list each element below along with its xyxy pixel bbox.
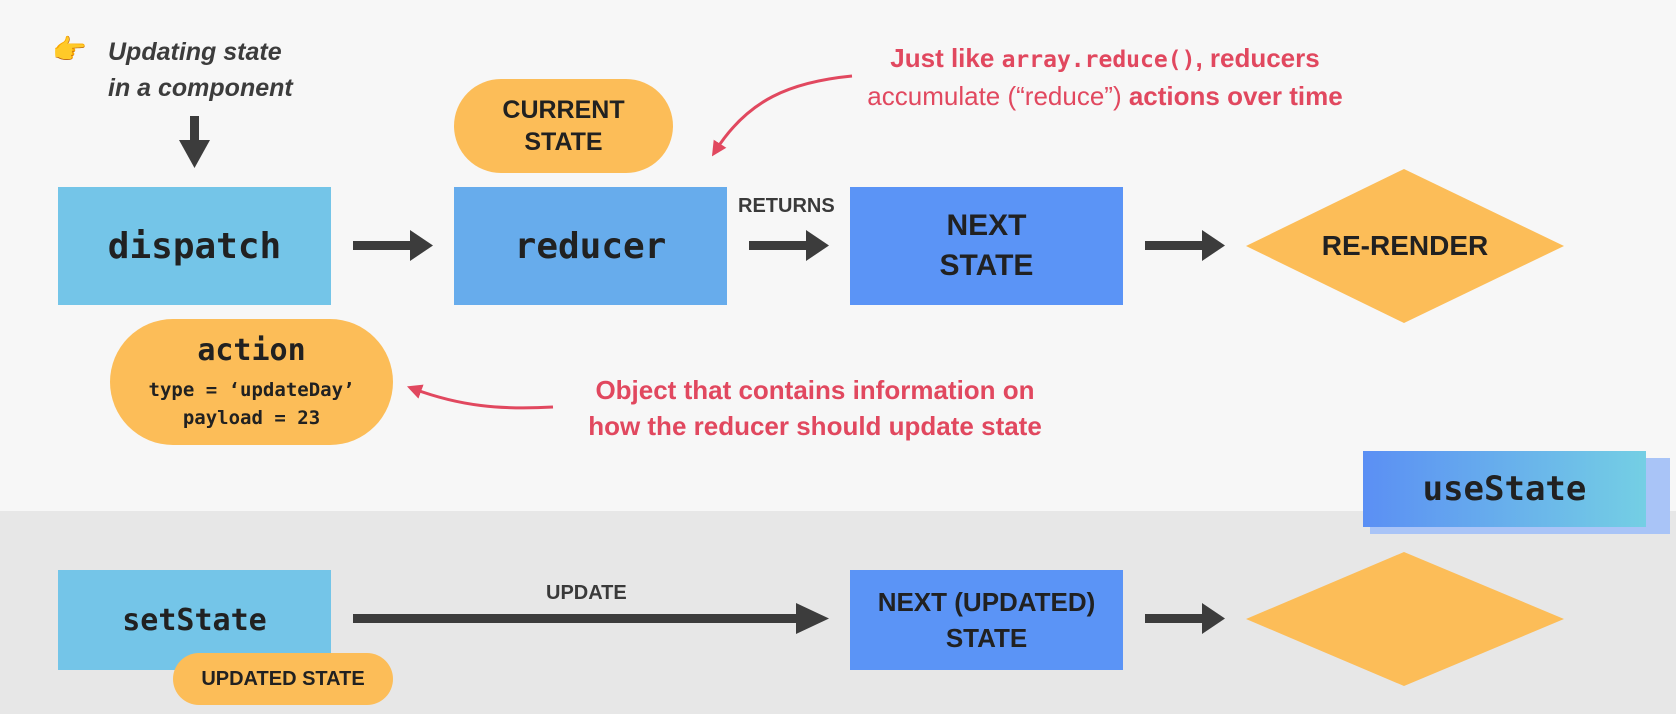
current-state-pill: CURRENT STATE	[454, 79, 673, 173]
action-annotation-arrow	[406, 384, 554, 410]
arrow-dispatch-to-reducer	[353, 230, 433, 261]
rerender-diamond-bottom	[1246, 552, 1564, 686]
arrow-setstate-to-next-updated	[353, 603, 829, 634]
array-reduce-code: array.reduce()	[1001, 47, 1196, 73]
dispatch-box: dispatch	[58, 187, 331, 305]
next-state-box: NEXT STATE	[850, 187, 1123, 305]
reduce-annotation-line-2: accumulate (“reduce”) actions over time	[867, 81, 1343, 111]
intro-line-1: Updating state	[108, 38, 282, 66]
intro-caption: Updating state in a component	[108, 34, 293, 106]
next-updated-state-box: NEXT (UPDATED) STATE	[850, 570, 1123, 670]
action-annotation-line-2: how the reducer should update state	[588, 411, 1042, 441]
reducer-box: reducer	[454, 187, 727, 305]
rerender-diamond	[1246, 169, 1564, 323]
arrow-next-updated-to-rerender	[1145, 603, 1225, 634]
action-payload-line: payload = 23	[182, 407, 321, 429]
action-annotation: Object that contains information on how …	[555, 372, 1075, 444]
reduce-annotation-arrow	[711, 74, 853, 157]
usestate-badge: useState	[1363, 451, 1646, 527]
pointing-hand-icon: 👉	[52, 34, 87, 65]
action-pill: action type = ‘updateDay’ payload = 23	[110, 319, 393, 445]
next-updated-line-1: NEXT (UPDATED)	[877, 587, 1096, 617]
current-state-line-1: CURRENT	[502, 96, 625, 124]
arrow-reducer-to-next-state	[749, 230, 829, 261]
current-state-line-2: STATE	[524, 128, 603, 156]
returns-label: RETURNS	[738, 195, 835, 217]
updated-state-label: UPDATED STATE	[201, 667, 365, 690]
arrow-next-state-to-rerender	[1145, 230, 1225, 261]
action-type-line: type = ‘updateDay’	[148, 379, 355, 401]
next-updated-line-2: STATE	[945, 623, 1028, 653]
down-arrow	[179, 116, 210, 168]
next-state-line-2: STATE	[939, 249, 1034, 282]
reduce-annotation: Just like array.reduce(), reducers accum…	[840, 40, 1370, 114]
usestate-badge-label: useState	[1422, 469, 1587, 509]
action-title: action	[197, 333, 306, 368]
reduce-annotation-line-1: Just like array.reduce(), reducers	[890, 43, 1320, 73]
intro-line-2: in a component	[108, 74, 293, 102]
rerender-label: RE-RENDER	[1321, 230, 1489, 261]
update-label: UPDATE	[546, 582, 627, 604]
dispatch-label: dispatch	[107, 225, 282, 267]
reducer-label: reducer	[514, 225, 667, 267]
setstate-label: setState	[122, 602, 267, 638]
action-annotation-line-1: Object that contains information on	[595, 375, 1035, 405]
next-state-line-1: NEXT	[946, 209, 1027, 242]
updated-state-pill: UPDATED STATE	[173, 653, 393, 705]
